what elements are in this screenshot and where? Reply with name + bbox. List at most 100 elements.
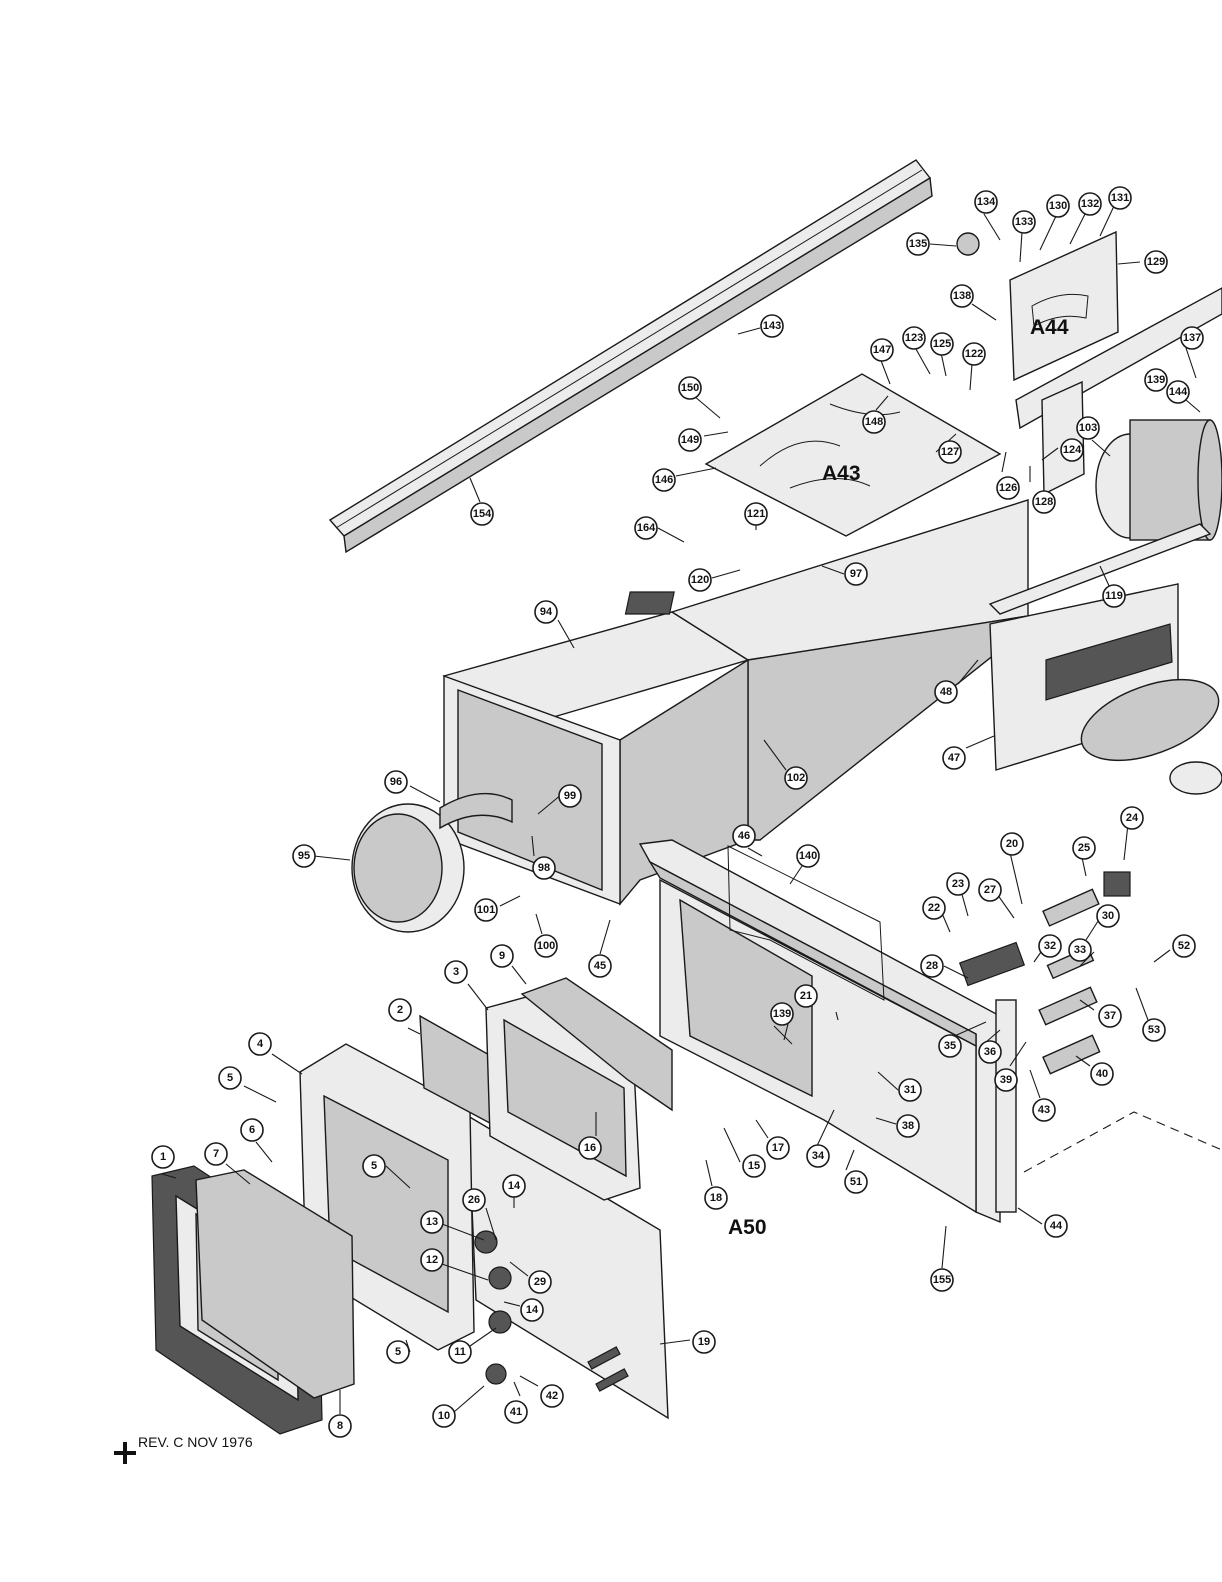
svg-text:164: 164 xyxy=(637,522,656,534)
callout-10: 10 xyxy=(432,1404,456,1428)
svg-text:5: 5 xyxy=(395,1346,401,1358)
callout-5: 5 xyxy=(218,1066,242,1090)
callout-46: 46 xyxy=(732,824,756,848)
svg-text:123: 123 xyxy=(905,332,923,344)
callout-11: 11 xyxy=(448,1340,472,1364)
svg-text:16: 16 xyxy=(584,1142,596,1154)
callout-144: 144 xyxy=(1166,380,1190,404)
callout-36: 36 xyxy=(978,1040,1002,1064)
svg-text:26: 26 xyxy=(468,1194,480,1206)
svg-text:155: 155 xyxy=(933,1274,951,1286)
svg-text:42: 42 xyxy=(546,1390,558,1402)
assembly-label-a44: A44 xyxy=(1030,316,1069,339)
callout-95: 95 xyxy=(292,844,316,868)
svg-text:11: 11 xyxy=(454,1346,466,1358)
callout-135: 135 xyxy=(906,232,930,256)
svg-text:99: 99 xyxy=(564,790,576,802)
callout-137: 137 xyxy=(1180,326,1204,350)
svg-text:8: 8 xyxy=(337,1420,343,1432)
svg-text:45: 45 xyxy=(594,960,606,972)
callout-33: 33 xyxy=(1068,938,1092,962)
callout-42: 42 xyxy=(540,1384,564,1408)
callout-44: 44 xyxy=(1044,1214,1068,1238)
svg-text:144: 144 xyxy=(1169,386,1188,398)
svg-text:139: 139 xyxy=(773,1008,791,1020)
callout-148: 148 xyxy=(862,410,886,434)
callout-146: 146 xyxy=(652,468,676,492)
part-board-a43 xyxy=(704,373,1002,537)
svg-text:150: 150 xyxy=(681,382,699,394)
part-front-casting xyxy=(638,839,1017,1224)
revision-text: REV. C NOV 1976 xyxy=(138,1434,253,1450)
callout-8: 8 xyxy=(328,1414,352,1438)
callout-97: 97 xyxy=(844,562,868,586)
svg-text:13: 13 xyxy=(426,1216,438,1228)
leader-lines xyxy=(161,205,1201,1414)
callout-13: 13 xyxy=(420,1210,444,1234)
svg-text:102: 102 xyxy=(787,772,805,784)
callout-99: 99 xyxy=(558,784,582,808)
part-knob-135 xyxy=(956,232,980,256)
callout-164: 164 xyxy=(634,516,658,540)
svg-text:135: 135 xyxy=(909,238,927,250)
svg-text:98: 98 xyxy=(538,862,550,874)
callout-35: 35 xyxy=(938,1034,962,1058)
svg-text:15: 15 xyxy=(748,1160,760,1172)
svg-text:38: 38 xyxy=(902,1120,914,1132)
svg-text:146: 146 xyxy=(655,474,673,486)
svg-text:20: 20 xyxy=(1006,838,1018,850)
svg-text:6: 6 xyxy=(249,1124,255,1136)
callout-138: 138 xyxy=(950,284,974,308)
assembly-label-a50: A50 xyxy=(728,1216,767,1239)
callout-29: 29 xyxy=(528,1270,552,1294)
svg-text:24: 24 xyxy=(1126,812,1139,824)
svg-text:129: 129 xyxy=(1147,256,1165,268)
svg-text:137: 137 xyxy=(1183,332,1201,344)
svg-text:39: 39 xyxy=(1000,1074,1012,1086)
part-coil xyxy=(1080,678,1222,795)
svg-text:37: 37 xyxy=(1104,1010,1116,1022)
svg-text:52: 52 xyxy=(1178,940,1190,952)
callout-1: 1 xyxy=(151,1145,175,1169)
svg-text:94: 94 xyxy=(540,606,553,618)
callout-4: 4 xyxy=(248,1032,272,1056)
svg-text:4: 4 xyxy=(257,1038,264,1050)
callout-43: 43 xyxy=(1032,1098,1056,1122)
callout-23: 23 xyxy=(946,872,970,896)
callout-19: 19 xyxy=(692,1330,716,1354)
part-deflection-yoke xyxy=(1095,419,1222,541)
svg-text:5: 5 xyxy=(371,1160,377,1172)
svg-text:30: 30 xyxy=(1102,910,1114,922)
callout-131: 131 xyxy=(1108,186,1132,210)
part-gasket xyxy=(727,845,885,1001)
svg-text:18: 18 xyxy=(710,1192,722,1204)
svg-text:51: 51 xyxy=(850,1176,862,1188)
svg-text:33: 33 xyxy=(1074,944,1086,956)
assembly-label-a43: A43 xyxy=(822,462,861,485)
svg-text:46: 46 xyxy=(738,830,750,842)
svg-text:1: 1 xyxy=(160,1151,166,1163)
svg-text:25: 25 xyxy=(1078,842,1090,854)
part-connectors xyxy=(958,871,1131,1075)
svg-text:132: 132 xyxy=(1081,198,1099,210)
callout-154: 154 xyxy=(470,502,494,526)
revision-mark: REV. C NOV 1976 xyxy=(114,1434,284,1474)
callout-150: 150 xyxy=(678,376,702,400)
svg-text:35: 35 xyxy=(944,1040,956,1052)
svg-text:22: 22 xyxy=(928,902,940,914)
svg-text:34: 34 xyxy=(812,1150,825,1162)
svg-text:53: 53 xyxy=(1148,1024,1160,1036)
part-window-glass xyxy=(195,1169,355,1399)
svg-text:96: 96 xyxy=(390,776,402,788)
callout-45: 45 xyxy=(588,954,612,978)
callout-139: 139 xyxy=(770,1002,794,1026)
svg-text:125: 125 xyxy=(933,338,951,350)
svg-text:97: 97 xyxy=(850,568,862,580)
callout-21: 21 xyxy=(794,984,818,1008)
callout-155: 155 xyxy=(930,1268,954,1292)
svg-text:121: 121 xyxy=(747,508,765,520)
callout-100: 100 xyxy=(534,934,558,958)
callout-40: 40 xyxy=(1090,1062,1114,1086)
svg-text:21: 21 xyxy=(800,990,812,1002)
callout-5: 5 xyxy=(362,1154,386,1178)
